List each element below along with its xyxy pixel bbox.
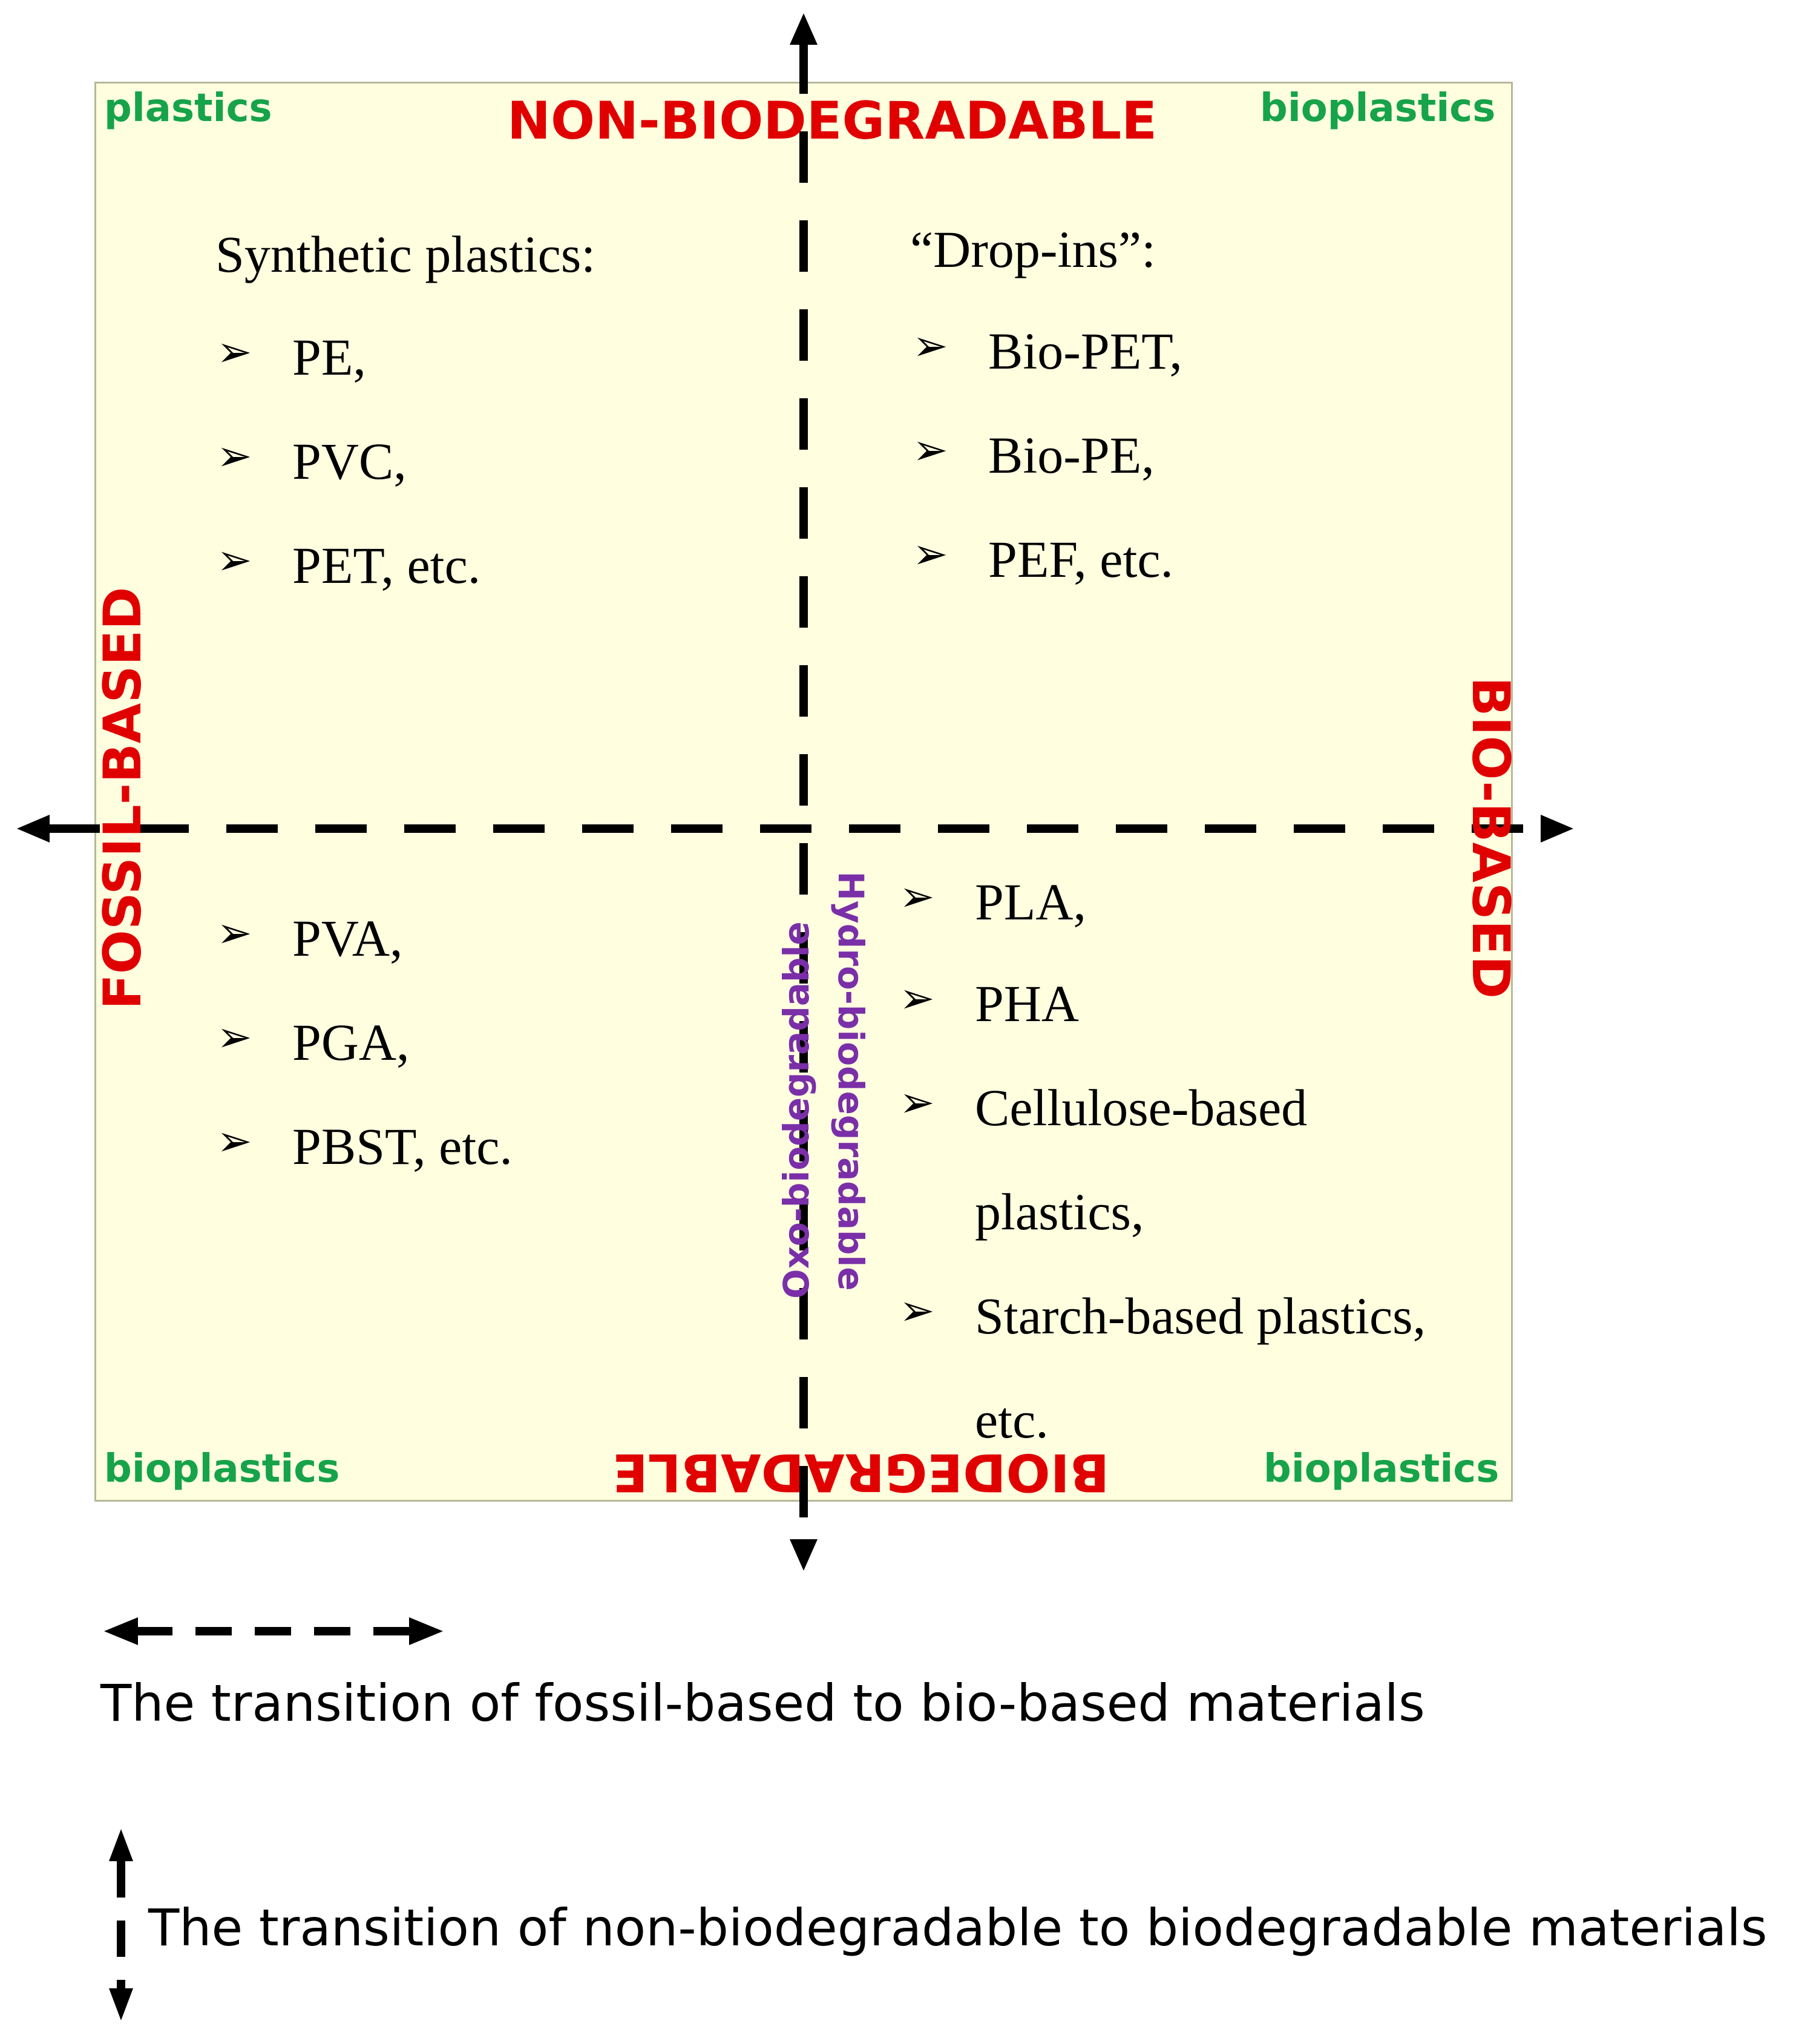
arrow-bullet-icon: ➢ xyxy=(913,321,948,370)
arrow-bullet-icon: ➢ xyxy=(217,327,252,376)
right-arrowhead xyxy=(1541,815,1573,843)
legend-horizontal-caption: The transition of fossil-based to bio-ba… xyxy=(100,1674,1425,1733)
corner-label-bottom-right: bioplastics xyxy=(1264,1447,1500,1491)
axis-label-bio-based: BIO-BASED xyxy=(1460,677,1521,999)
axis-label-non-biodegradable: NON-BIODEGRADABLE xyxy=(507,91,1157,151)
quadrant-top-right-heading: “Drop-ins”: xyxy=(910,220,1156,278)
arrow-bullet-icon: ➢ xyxy=(913,425,948,475)
axis-label-biodegradable: BIODEGRADABLE xyxy=(612,1442,1110,1502)
legend-up-arrowhead xyxy=(109,1829,133,1861)
arrow-bullet-icon: ➢ xyxy=(217,1012,252,1062)
up-arrowhead xyxy=(790,13,818,45)
arrow-bullet-icon: ➢ xyxy=(899,1286,935,1335)
axis-label-fossil-based: FOSSIL-BASED xyxy=(93,587,153,1010)
legend-left-arrowhead xyxy=(104,1617,138,1645)
arrow-bullet-icon: ➢ xyxy=(899,973,935,1023)
corner-label-top-left: plastics xyxy=(104,86,272,131)
down-arrowhead xyxy=(790,1539,818,1571)
arrow-bullet-icon: ➢ xyxy=(217,1116,252,1166)
arrow-bullet-icon: ➢ xyxy=(899,1077,935,1127)
arrow-bullet-icon: ➢ xyxy=(217,908,252,958)
arrow-bullet-icon: ➢ xyxy=(217,431,252,481)
arrow-bullet-icon: ➢ xyxy=(899,872,935,921)
arrow-bullet-icon: ➢ xyxy=(913,529,948,579)
arrow-bullet-icon: ➢ xyxy=(217,535,252,585)
legend-vertical-caption: The transition of non-biodegradable to b… xyxy=(148,1898,1768,1957)
legend-right-arrowhead xyxy=(409,1617,443,1645)
left-arrowhead xyxy=(17,815,50,843)
label-oxo-biodegradable: Oxo-biodegradable xyxy=(776,921,817,1299)
legend-down-arrowhead xyxy=(109,1988,133,2020)
list-item-continuation: plastics, xyxy=(975,1183,1144,1241)
corner-label-bottom-left: bioplastics xyxy=(104,1447,340,1491)
list-item-continuation: etc. xyxy=(975,1391,1049,1449)
corner-label-top-right: bioplastics xyxy=(1260,86,1496,131)
label-hydro-biodegradable: Hydro-biodegradable xyxy=(830,871,871,1291)
quadrant-top-left-heading: Synthetic plastics: xyxy=(215,225,596,283)
